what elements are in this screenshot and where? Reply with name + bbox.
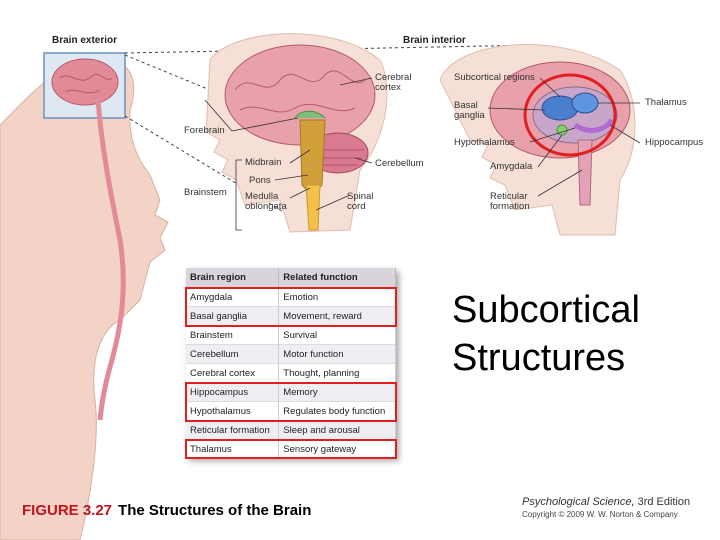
region-cell: Cerebellum [186, 344, 280, 364]
hippocampus-label: Hippocampus [645, 137, 704, 148]
spinal-cord-body [95, 99, 126, 421]
function-cell: Survival [278, 325, 396, 345]
table-header-row: Brain region Related function [186, 268, 396, 288]
brainstem-shape [299, 119, 326, 196]
region-cell: Cerebral cortex [186, 363, 280, 383]
thalamus-shape [571, 92, 599, 114]
body-silhouette [0, 57, 169, 540]
hypothalamus-label: Hypothalamus [454, 137, 515, 148]
thalamus-label: Thalamus [645, 97, 687, 108]
copyright-notice: Copyright © 2009 W. W. Norton & Company [522, 510, 678, 519]
pons-label: Pons [249, 175, 271, 186]
function-cell: Movement, reward [278, 306, 396, 326]
figure-number: FIGURE 3.27 [22, 502, 113, 519]
function-cell: Motor function [278, 344, 396, 364]
book-title: Psychological Science, [522, 496, 635, 508]
book-credit: Psychological Science, 3rd Edition [522, 496, 690, 508]
spinal-cord-shape [305, 184, 321, 231]
forebrain-label: Forebrain [184, 125, 225, 136]
region-cell: Brainstem [186, 325, 280, 345]
cerebellum-label: Cerebellum [375, 158, 424, 169]
highlight-box [185, 381, 397, 422]
header-related-function: Related function [278, 268, 396, 288]
highlight-box [185, 438, 397, 459]
brain-big [224, 44, 376, 146]
figure-caption-text: The Structures of the Brain [118, 502, 312, 519]
small-brain [51, 58, 119, 106]
book-edition: 3rd Edition [634, 496, 691, 508]
brain-exterior-label: Brain exterior [52, 35, 118, 46]
brainstem-label: Brainstem [184, 187, 227, 198]
highlight-box [185, 286, 397, 327]
header-brain-region: Brain region [186, 268, 280, 288]
brain-interior-label: Brain interior [403, 35, 466, 46]
amygdala-label: Amygdala [490, 161, 533, 172]
region-cell: Reticular formation [186, 420, 280, 440]
subcortical-highlight-circle [523, 73, 617, 157]
slide-title: Subcortical Structures [452, 289, 640, 379]
figure-caption: FIGURE 3.27 The Structures of the Brain [22, 502, 311, 519]
function-cell: Sleep and arousal [278, 420, 396, 440]
function-cell: Thought, planning [278, 363, 396, 383]
subcortical-regions-label: Subcortical regions [454, 72, 535, 83]
hippocampus-shape [573, 118, 615, 133]
region-cell: Hypothalamus [186, 401, 280, 421]
midbrain-label: Midbrain [245, 157, 282, 168]
region-cell: Basal ganglia [186, 306, 280, 326]
